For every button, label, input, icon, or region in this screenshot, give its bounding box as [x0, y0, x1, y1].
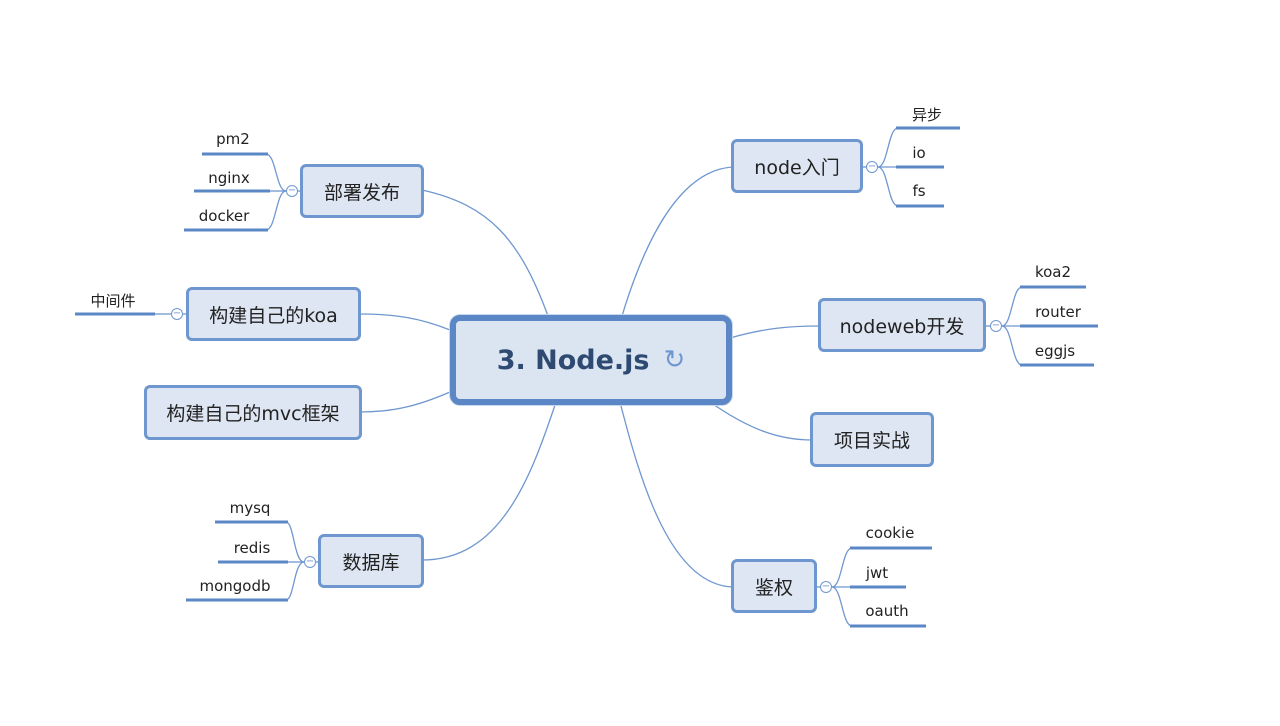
- branch-auth[interactable]: 鉴权: [731, 559, 817, 613]
- branch-web[interactable]: nodeweb开发: [818, 298, 986, 352]
- collapse-database-button[interactable]: −: [304, 556, 316, 568]
- collapse-intro-button[interactable]: −: [866, 161, 878, 173]
- branch-database-label: 数据库: [342, 551, 400, 574]
- collapse-koa-button[interactable]: −: [171, 308, 183, 320]
- leaf-jwt[interactable]: jwt: [865, 564, 889, 582]
- leaf-oauth[interactable]: oauth: [865, 602, 909, 620]
- branch-koa[interactable]: 构建自己的koa: [186, 287, 361, 341]
- branch-mvc[interactable]: 构建自己的mvc框架: [144, 385, 362, 440]
- branch-project[interactable]: 项目实战: [810, 412, 934, 467]
- leaf-cookie[interactable]: cookie: [865, 524, 915, 542]
- central-topic[interactable]: 3. Node.js ↻: [450, 315, 732, 405]
- leaf-redis[interactable]: redis: [233, 539, 271, 557]
- leaf-docker[interactable]: docker: [198, 207, 250, 225]
- collapse-web-button[interactable]: −: [990, 320, 1002, 332]
- leaf-mongodb[interactable]: mongodb: [199, 577, 271, 595]
- branch-deploy[interactable]: 部署发布: [300, 164, 424, 218]
- central-topic-label: 3. Node.js: [496, 344, 650, 376]
- branch-auth-label: 鉴权: [754, 576, 793, 599]
- branch-koa-label: 构建自己的koa: [209, 304, 338, 327]
- leaf-mysq[interactable]: mysq: [229, 499, 271, 517]
- collapse-auth-button[interactable]: −: [820, 581, 832, 593]
- leaf-pm2[interactable]: pm2: [216, 130, 250, 148]
- leaf-io[interactable]: io: [912, 144, 926, 162]
- branch-deploy-label: 部署发布: [323, 181, 400, 204]
- leaf-nginx[interactable]: nginx: [208, 169, 250, 187]
- branch-intro-label: node入门: [754, 156, 840, 179]
- branch-web-label: nodeweb开发: [839, 315, 965, 338]
- refresh-icon[interactable]: ↻: [663, 345, 686, 375]
- leaf-eggjs[interactable]: eggjs: [1034, 342, 1076, 360]
- branch-intro[interactable]: node入门: [731, 139, 863, 193]
- leaf-async[interactable]: 异步: [911, 106, 943, 124]
- leaf-middleware[interactable]: 中间件: [90, 292, 136, 310]
- branch-mvc-label: 构建自己的mvc框架: [166, 403, 340, 425]
- branch-project-label: 项目实战: [833, 430, 910, 452]
- leaf-fs[interactable]: fs: [912, 182, 926, 200]
- branch-database[interactable]: 数据库: [318, 534, 424, 588]
- collapse-deploy-button[interactable]: −: [286, 185, 298, 197]
- leaf-koa2[interactable]: koa2: [1034, 263, 1072, 281]
- leaf-router[interactable]: router: [1035, 303, 1081, 321]
